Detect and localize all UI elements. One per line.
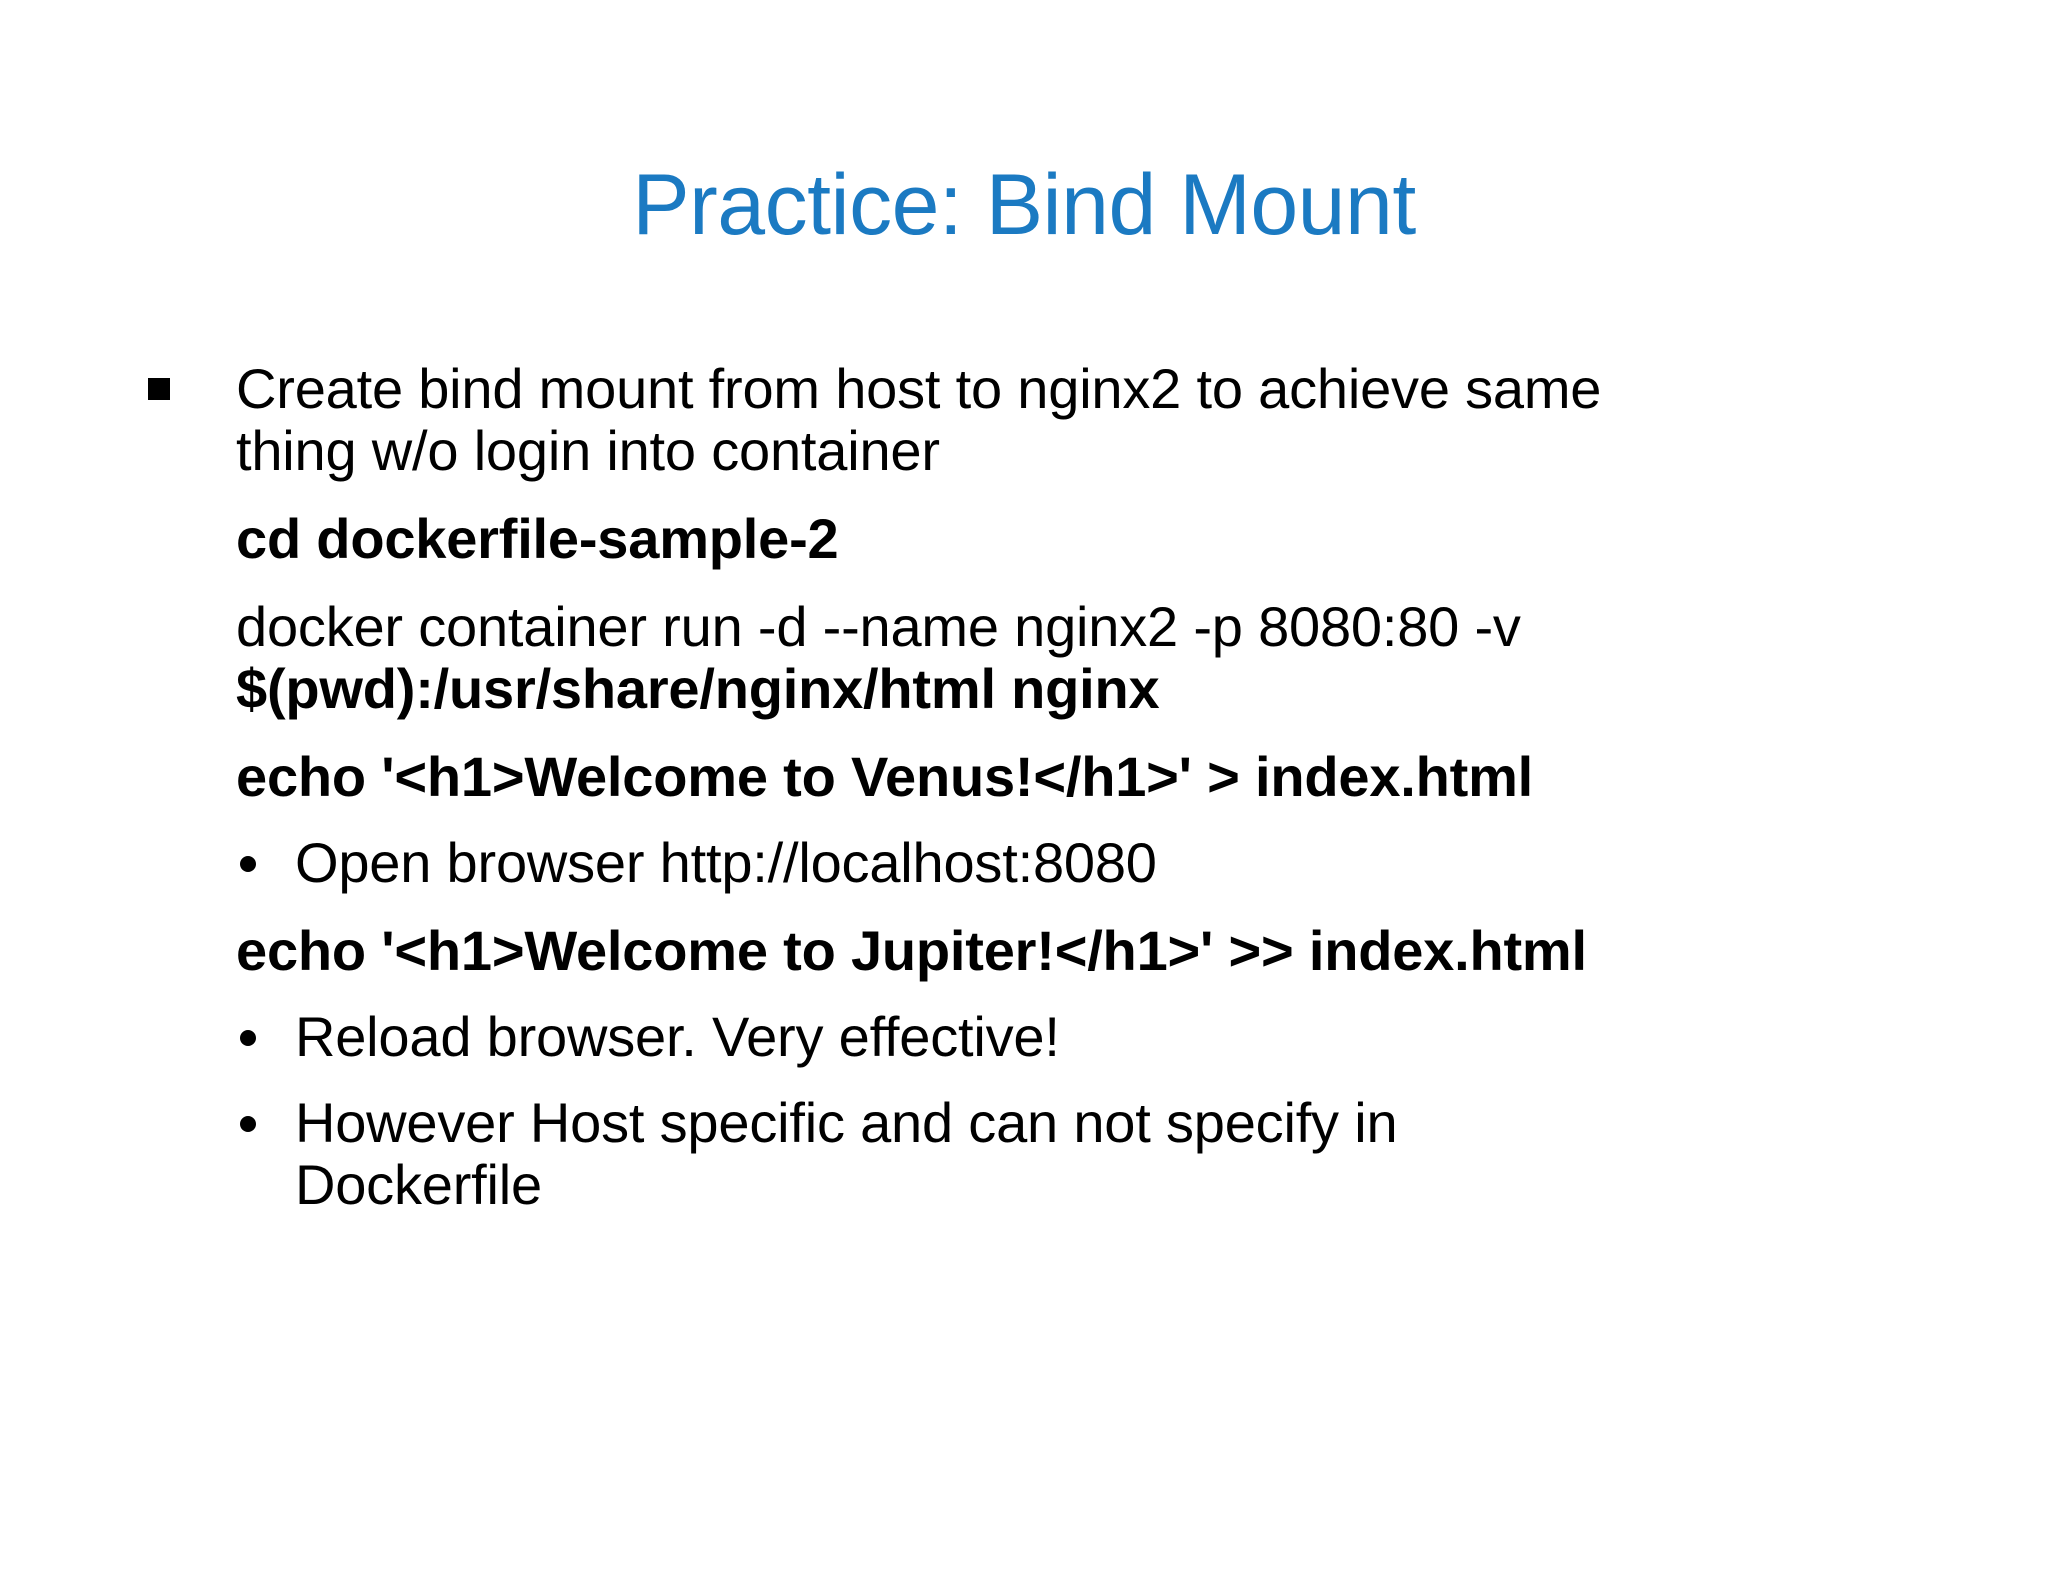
- command-line-cd: cd dockerfile-sample-2: [236, 507, 839, 570]
- round-bullet-icon: [240, 1030, 256, 1046]
- round-bullet-icon: [240, 1116, 256, 1132]
- list-item-label: Reload browser. Very effective!: [295, 1005, 1060, 1068]
- command-line-echo-jupiter: echo '<h1>Welcome to Jupiter!</h1>' >> i…: [236, 919, 1587, 982]
- command-line-docker-run: docker container run -d --name nginx2 -p…: [236, 595, 1521, 658]
- list-item: Open browser http://localhost:8080: [140, 832, 1960, 894]
- page-title: Practice: Bind Mount: [632, 157, 1416, 253]
- list-item: Reload browser. Very effective!: [140, 1006, 1960, 1068]
- list-item: Create bind mount from host to nginx2 to…: [140, 358, 1960, 482]
- list-item-label: Open browser http://localhost:8080: [295, 831, 1157, 894]
- list-item-label: However Host specific and can not specif…: [295, 1091, 1398, 1154]
- command-line-echo-venus: echo '<h1>Welcome to Venus!</h1>' > inde…: [236, 745, 1534, 808]
- list-item-label-continued: thing w/o login into container: [236, 419, 940, 482]
- slide-body: Create bind mount from host to nginx2 to…: [140, 358, 1960, 1216]
- list-item-label-continued: Dockerfile: [295, 1153, 542, 1216]
- command-line-docker-run-continued: $(pwd):/usr/share/nginx/html nginx: [236, 657, 1160, 720]
- list-item: However Host specific and can not specif…: [140, 1092, 1960, 1216]
- square-bullet-icon: [148, 378, 170, 400]
- round-bullet-icon: [240, 856, 256, 872]
- list-item-label: Create bind mount from host to nginx2 to…: [236, 357, 1602, 420]
